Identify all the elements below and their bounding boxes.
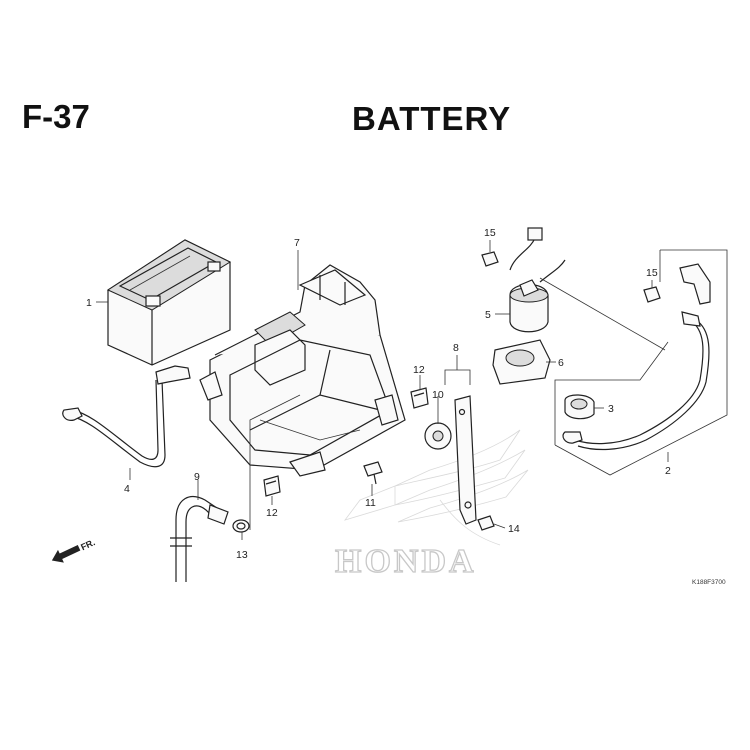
breather-tube[interactable] <box>170 496 229 582</box>
battery-box[interactable] <box>199 264 406 477</box>
callout-15-right: 15 <box>646 267 658 279</box>
callout-9: 9 <box>194 471 200 483</box>
diagram-code: K188F3700 <box>692 579 726 586</box>
cap-nut-left[interactable] <box>481 251 499 267</box>
callout-3: 3 <box>608 403 614 415</box>
cap-nut-right[interactable] <box>643 286 661 303</box>
assembly-frame-lines <box>539 249 728 476</box>
stay-bracket[interactable] <box>454 395 477 525</box>
callout-14: 14 <box>508 523 520 535</box>
bolt-11[interactable] <box>363 461 383 485</box>
figure-code: F-37 <box>22 98 90 135</box>
callout-6: 6 <box>558 357 564 369</box>
negative-cable[interactable] <box>62 365 191 468</box>
clip-upper[interactable] <box>410 387 429 409</box>
callout-12-lower: 12 <box>266 507 278 519</box>
callout-2: 2 <box>665 465 671 477</box>
cable-bracket-assembly[interactable] <box>562 263 711 451</box>
honda-watermark-text: HONDA <box>335 543 477 580</box>
callout-7: 7 <box>294 237 300 249</box>
relay-cover[interactable] <box>492 339 551 385</box>
callout-4: 4 <box>124 483 130 495</box>
bolt-14[interactable] <box>477 515 495 531</box>
tube-clip[interactable] <box>232 519 250 533</box>
callout-12-upper: 12 <box>413 364 425 376</box>
leader-lines <box>96 240 669 540</box>
front-direction-arrow-icon: FR. <box>51 537 97 563</box>
clip-lower[interactable] <box>263 475 281 497</box>
terminal-cover[interactable] <box>564 394 595 420</box>
callout-15-left: 15 <box>484 227 496 239</box>
rubber-grommet[interactable] <box>424 422 452 450</box>
callout-8: 8 <box>453 342 459 354</box>
callout-11: 11 <box>365 497 376 509</box>
direction-label: FR. <box>79 537 96 552</box>
callout-13: 13 <box>236 549 248 561</box>
honda-wing-watermark-icon <box>343 429 529 546</box>
callout-1: 1 <box>86 297 92 309</box>
callout-10: 10 <box>432 389 444 401</box>
callout-numbers: 1 2 3 4 5 6 7 8 9 10 11 12 12 13 14 15 1… <box>86 227 671 561</box>
callout-5: 5 <box>485 309 491 321</box>
starter-relay[interactable] <box>509 227 566 333</box>
battery[interactable] <box>106 239 232 366</box>
page-title: BATTERY <box>352 100 512 137</box>
